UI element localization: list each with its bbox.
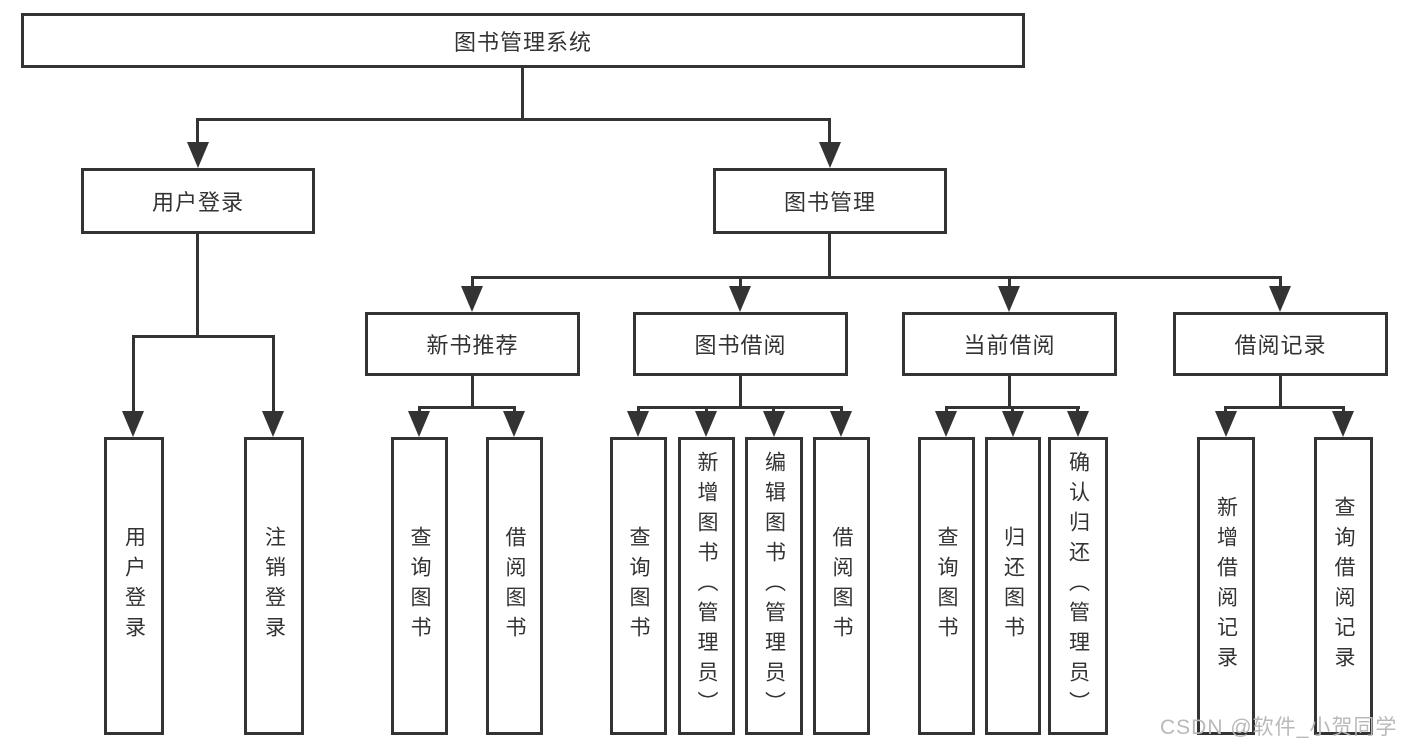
node-cb-confirm: 确认归还（管理员） (1048, 437, 1108, 735)
arrowhead-cb-confirm (1067, 411, 1089, 437)
connector-br-query-stem (1342, 406, 1345, 415)
connector-user-login-stem (196, 118, 199, 146)
arrowhead-bb-query (627, 411, 649, 437)
connector-leaf-logout-stem (272, 335, 275, 413)
arrowhead-leaf-logout (262, 411, 284, 437)
arrowhead-new-book-rec (461, 286, 483, 312)
connector-level3-branch (471, 276, 1282, 279)
node-book-mgmt: 图书管理 (713, 168, 947, 234)
node-nb-borrow: 借阅图书 (486, 437, 543, 735)
connector-book-mgmt-stem (828, 118, 831, 146)
arrowhead-br-add (1215, 411, 1237, 437)
connector-cb-query-stem (945, 406, 948, 415)
arrowhead-current-borrow (998, 286, 1020, 312)
connector-new-book-rec-drop (471, 376, 474, 409)
connector-book-borrow-stem (739, 276, 742, 290)
connector-borrow-record-stem (1279, 276, 1282, 290)
connector-current-borrow-stem (1008, 276, 1011, 290)
arrowhead-borrow-record (1269, 286, 1291, 312)
arrowhead-nb-query (408, 411, 430, 437)
watermark-text: CSDN @软件_小贺同学 (1160, 716, 1398, 739)
node-nb-query: 查询图书 (391, 437, 448, 735)
node-leaf-user-login: 用户登录 (104, 437, 164, 735)
connector-bb-query-stem (637, 406, 640, 415)
node-br-query: 查询借阅记录 (1314, 437, 1373, 735)
node-bb-query: 查询图书 (610, 437, 667, 735)
connector-user-login-branch (132, 335, 275, 338)
connector-book-mgmt-drop (828, 234, 831, 279)
connector-cb-return-stem (1011, 406, 1014, 415)
connector-nb-borrow-stem (513, 406, 516, 415)
connector-leaf-user-login-stem (132, 335, 135, 413)
connector-nb-query-stem (418, 406, 421, 415)
connector-level2-branch (197, 118, 831, 121)
connector-user-login-drop (196, 234, 199, 338)
arrowhead-book-borrow (729, 286, 751, 312)
node-current-borrow: 当前借阅 (902, 312, 1117, 376)
node-cb-return: 归还图书 (985, 437, 1041, 735)
arrowhead-br-query (1332, 411, 1354, 437)
connector-bb-edit-stem (772, 406, 775, 415)
connector-bb-borrow-stem (840, 406, 843, 415)
connector-borrow-record-drop (1279, 376, 1282, 409)
arrowhead-bb-edit (763, 411, 785, 437)
node-book-borrow: 图书借阅 (633, 312, 848, 376)
connector-root-drop (521, 68, 524, 120)
connector-cb-confirm-stem (1076, 406, 1079, 415)
arrowhead-cb-return (1002, 411, 1024, 437)
connector-book-borrow-branch (637, 406, 843, 409)
node-leaf-logout: 注销登录 (244, 437, 304, 735)
arrowhead-bb-borrow (830, 411, 852, 437)
arrowhead-bb-add (695, 411, 717, 437)
node-bb-add: 新增图书（管理员） (678, 437, 735, 735)
connector-br-add-stem (1224, 406, 1227, 415)
node-bb-edit: 编辑图书（管理员） (745, 437, 803, 735)
connector-new-book-rec-stem (471, 276, 474, 290)
node-cb-query: 查询图书 (918, 437, 975, 735)
connector-current-borrow-drop (1008, 376, 1011, 409)
arrowhead-leaf-user-login (122, 411, 144, 437)
node-borrow-record: 借阅记录 (1173, 312, 1388, 376)
node-br-add: 新增借阅记录 (1197, 437, 1255, 735)
arrowhead-nb-borrow (503, 411, 525, 437)
node-new-book-rec: 新书推荐 (365, 312, 580, 376)
node-root: 图书管理系统 (21, 13, 1025, 68)
connector-book-borrow-drop (739, 376, 742, 409)
node-bb-borrow: 借阅图书 (813, 437, 870, 735)
arrowhead-cb-query (935, 411, 957, 437)
arrowhead-user-login (187, 142, 209, 168)
node-user-login: 用户登录 (81, 168, 315, 234)
connector-new-book-rec-branch (418, 406, 516, 409)
connector-borrow-record-branch (1224, 406, 1345, 409)
arrowhead-book-mgmt (819, 142, 841, 168)
connector-bb-add-stem (705, 406, 708, 415)
